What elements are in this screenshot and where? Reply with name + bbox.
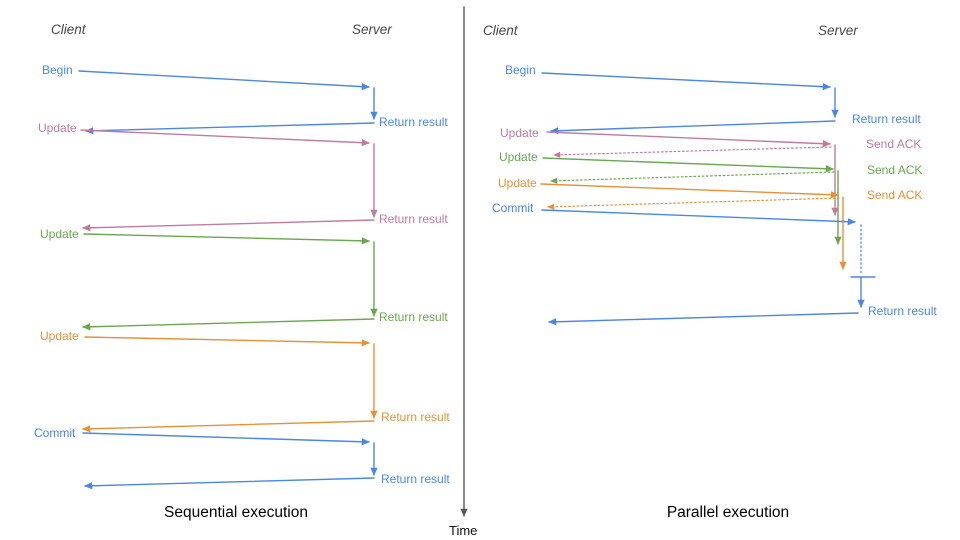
seq-update3-return-label: Return result xyxy=(381,410,450,424)
parallel-execution-title: Parallel execution xyxy=(666,504,790,521)
par-update3-request-line xyxy=(540,183,839,199)
seq-update1-request-line xyxy=(80,129,370,147)
seq-server-header: Server xyxy=(352,22,392,37)
time-axis-label: Time xyxy=(449,523,478,538)
seq-commit-return-label: Return result xyxy=(381,472,450,486)
seq-begin-return-line xyxy=(85,122,375,135)
seq-update3-return-line xyxy=(82,420,375,433)
par-server-header: Server xyxy=(818,23,858,38)
seq-begin-request-line xyxy=(78,70,370,91)
seq-update3-label: Update xyxy=(40,329,79,343)
par-client-header: Client xyxy=(483,23,518,38)
sequential-execution-title: Sequential execution xyxy=(164,504,308,521)
seq-update2-request-line xyxy=(83,233,370,245)
par-update1-label: Update xyxy=(500,126,539,140)
par-update3-response-label: Send ACK xyxy=(867,188,923,202)
par-commit-return-line xyxy=(548,312,859,326)
seq-client-header: Client xyxy=(51,22,86,37)
par-update2-label: Update xyxy=(499,150,538,164)
par-begin-request-line xyxy=(541,72,831,91)
seq-commit-label: Commit xyxy=(34,426,76,440)
par-begin-response-label: Return result xyxy=(852,112,921,126)
par-update3-ack-line xyxy=(547,197,840,210)
seq-update1-return-line xyxy=(82,219,375,232)
seq-commit-return-line xyxy=(84,477,375,490)
par-update3-label: Update xyxy=(498,176,537,190)
par-commit-label: Commit xyxy=(492,201,534,215)
par-update1-ack-line xyxy=(553,146,832,158)
seq-begin-label: Begin xyxy=(42,63,73,77)
seq-update3-request-line xyxy=(84,336,370,347)
par-begin-label: Begin xyxy=(505,63,536,77)
par-commit-response-label: Return result xyxy=(868,304,937,318)
par-update2-request-line xyxy=(542,157,834,173)
seq-update2-return-line xyxy=(82,318,375,331)
par-update2-ack-line xyxy=(550,171,835,184)
seq-begin-return-label: Return result xyxy=(379,115,448,129)
seq-update2-label: Update xyxy=(40,227,79,241)
par-begin-return-line xyxy=(550,120,836,135)
par-update1-response-label: Send ACK xyxy=(866,137,922,151)
par-update2-response-label: Send ACK xyxy=(867,163,923,177)
seq-update2-return-label: Return result xyxy=(379,310,448,324)
seq-update1-return-label: Return result xyxy=(379,212,448,226)
par-commit-request-line xyxy=(541,209,856,226)
par-update1-request-line xyxy=(546,131,831,148)
seq-update1-label: Update xyxy=(38,121,77,135)
seq-commit-request-line xyxy=(82,432,370,446)
